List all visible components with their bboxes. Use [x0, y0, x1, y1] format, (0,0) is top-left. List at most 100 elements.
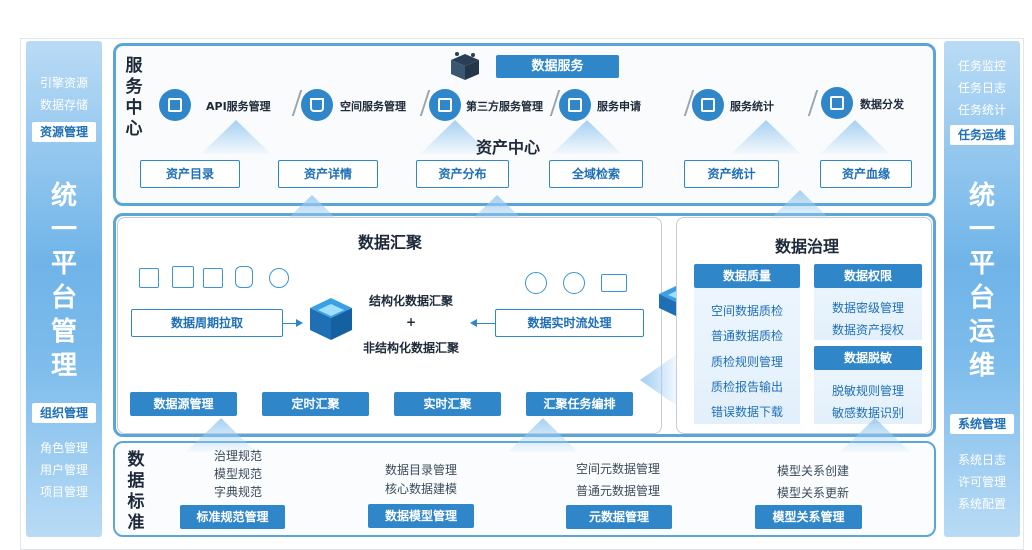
sidebar-big-title-char: 一 [50, 215, 77, 245]
metadata-item-spatial[interactable]: 空间元数据管理 [575, 462, 660, 476]
scheduled-aggregation-button[interactable]: 定时汇聚 [262, 392, 369, 416]
metadata-management-button[interactable]: 元数据管理 [566, 505, 672, 529]
data-source-management-button[interactable]: 数据源管理 [130, 392, 237, 416]
sidebar-link-task-monitor[interactable]: 任务监控 [957, 59, 1006, 73]
asset-center-title: 资产中心 [475, 138, 540, 157]
service-item-statistics[interactable]: 服务统计 [730, 100, 774, 113]
asset-lineage-button[interactable]: 资产血缘 [820, 160, 912, 188]
service-item-distribution[interactable]: 数据分发 [860, 98, 904, 111]
unstructured-aggregation-text: 非结构化数据汇聚 [362, 341, 459, 355]
quality-item-normal-check[interactable]: 普通数据质检 [710, 329, 783, 343]
standard-spec-management-button[interactable]: 标准规范管理 [180, 505, 285, 529]
api-grid-icon [159, 89, 191, 121]
data-standard-label: 数 据 标 准 [126, 450, 146, 534]
application-form-icon [559, 89, 591, 121]
relation-item-create[interactable]: 模型关系创建 [776, 464, 849, 478]
arrow-line [283, 323, 297, 324]
satellite-icon [563, 272, 585, 294]
arrow-line [476, 323, 496, 324]
sidebar-link-system-log[interactable]: 系统日志 [957, 453, 1006, 467]
document-eye-icon [429, 89, 461, 121]
asset-statistics-button[interactable]: 资产统计 [684, 160, 779, 188]
sidebar-big-title-char: 一 [968, 215, 995, 245]
asset-distribution-button[interactable]: 资产分布 [416, 160, 509, 188]
sidebar-big-title-char: 平 [50, 249, 77, 279]
service-item-api[interactable]: API服务管理 [206, 100, 271, 113]
service-item-third-party[interactable]: 第三方服务管理 [466, 100, 543, 113]
asset-catalog-button[interactable]: 资产目录 [140, 160, 240, 188]
image-file-icon [139, 268, 159, 288]
sidebar-big-title-char: 维 [968, 351, 995, 381]
box-cube-icon [451, 52, 479, 80]
sidebar-link-engine-resource[interactable]: 引擎资源 [39, 76, 88, 90]
data-governance-title: 数据治理 [774, 237, 839, 256]
permission-item-classification[interactable]: 数据密级管理 [831, 301, 904, 315]
data-masking-header[interactable]: 数据脱敏 [814, 346, 922, 370]
masking-item-sensitive-detection[interactable]: 敏感数据识别 [831, 406, 904, 420]
camera-icon [525, 272, 547, 294]
data-quality-header[interactable]: 数据质量 [694, 264, 800, 288]
standard-item-governance-spec[interactable]: 治理规范 [213, 449, 262, 463]
sidebar-link-system-config[interactable]: 系统配置 [957, 497, 1006, 511]
sidebar-tag-task-ops[interactable]: 任务运维 [950, 125, 1014, 145]
label-char: 据 [127, 471, 145, 491]
metadata-item-normal[interactable]: 普通元数据管理 [575, 484, 660, 498]
global-search-button[interactable]: 全域检索 [549, 160, 643, 188]
sidebar-link-user-management[interactable]: 用户管理 [39, 463, 88, 477]
quality-item-report-output[interactable]: 质检报告输出 [710, 380, 783, 394]
database-icon [235, 266, 253, 288]
sidebar-link-task-log[interactable]: 任务日志 [957, 81, 1006, 95]
label-char: 数 [127, 450, 145, 470]
label-char: 心 [125, 119, 143, 139]
data-service-button[interactable]: 数据服务 [496, 55, 619, 78]
middle-panel [113, 213, 936, 437]
masking-item-rule-management[interactable]: 脱敏规则管理 [831, 384, 904, 398]
arrow-head [470, 319, 477, 327]
basket-icon [301, 89, 333, 121]
sidebar-tag-organization-management[interactable]: 组织管理 [32, 403, 96, 423]
sidebar-big-title-char: 统 [50, 181, 77, 211]
aggregation-cube-icon [310, 298, 352, 340]
quality-item-error-download[interactable]: 错误数据下载 [710, 405, 783, 419]
arrow-head [296, 319, 303, 327]
sidebar-link-role-management[interactable]: 角色管理 [39, 441, 88, 455]
aggregation-task-orchestration-button[interactable]: 汇聚任务编排 [526, 392, 633, 416]
sidebar-big-title-char: 管 [50, 317, 77, 347]
sidebar-tag-system-management[interactable]: 系统管理 [950, 414, 1014, 434]
video-icon [601, 274, 627, 292]
sidebar-link-task-statistics[interactable]: 任务统计 [957, 103, 1006, 117]
permission-item-authorization[interactable]: 数据资产授权 [831, 323, 904, 337]
relation-item-update[interactable]: 模型关系更新 [776, 486, 849, 500]
label-char: 准 [127, 513, 145, 533]
standard-item-dictionary-spec[interactable]: 字典规范 [213, 485, 262, 499]
doc-file-icon [172, 266, 194, 288]
data-model-management-button[interactable]: 数据模型管理 [368, 504, 474, 528]
picture-icon [203, 268, 223, 288]
realtime-aggregation-button[interactable]: 实时汇聚 [394, 392, 501, 416]
label-char: 标 [127, 492, 145, 512]
service-item-spatial[interactable]: 空间服务管理 [340, 100, 406, 113]
globe-icon [269, 268, 289, 288]
service-item-apply[interactable]: 服务申请 [597, 100, 641, 113]
quality-item-spatial-check[interactable]: 空间数据质检 [710, 304, 783, 318]
sidebar-link-license-management[interactable]: 许可管理 [957, 475, 1006, 489]
sidebar-big-title-char: 台 [968, 283, 995, 313]
distribution-chart-icon [821, 87, 853, 119]
data-permission-column: 数据权限 数据密级管理 数据资产授权 [814, 264, 922, 340]
standard-item-model-spec[interactable]: 模型规范 [213, 467, 262, 481]
periodic-pull-button[interactable]: 数据周期拉取 [131, 309, 283, 337]
label-char: 务 [125, 77, 143, 97]
model-item-core-modeling[interactable]: 核心数据建模 [384, 482, 457, 496]
structured-aggregation-text: 结构化数据汇聚 [368, 294, 453, 308]
data-permission-header[interactable]: 数据权限 [814, 264, 922, 288]
asset-detail-button[interactable]: 资产详情 [278, 160, 378, 188]
model-relation-management-button[interactable]: 模型关系管理 [755, 505, 862, 529]
realtime-stream-button[interactable]: 数据实时流处理 [495, 309, 644, 337]
sidebar-tag-resource-management[interactable]: 资源管理 [32, 122, 96, 142]
sidebar-link-data-storage[interactable]: 数据存储 [39, 98, 88, 112]
quality-item-rule-management[interactable]: 质检规则管理 [710, 355, 783, 369]
left-sidebar: 引擎资源 数据存储 资源管理 统 一 平 台 管 理 组织管理 角色管理 用户管… [26, 41, 102, 537]
data-masking-column: 数据脱敏 脱敏规则管理 敏感数据识别 [814, 346, 922, 424]
sidebar-link-project-management[interactable]: 项目管理 [39, 485, 88, 499]
model-item-catalog-management[interactable]: 数据目录管理 [384, 463, 457, 477]
